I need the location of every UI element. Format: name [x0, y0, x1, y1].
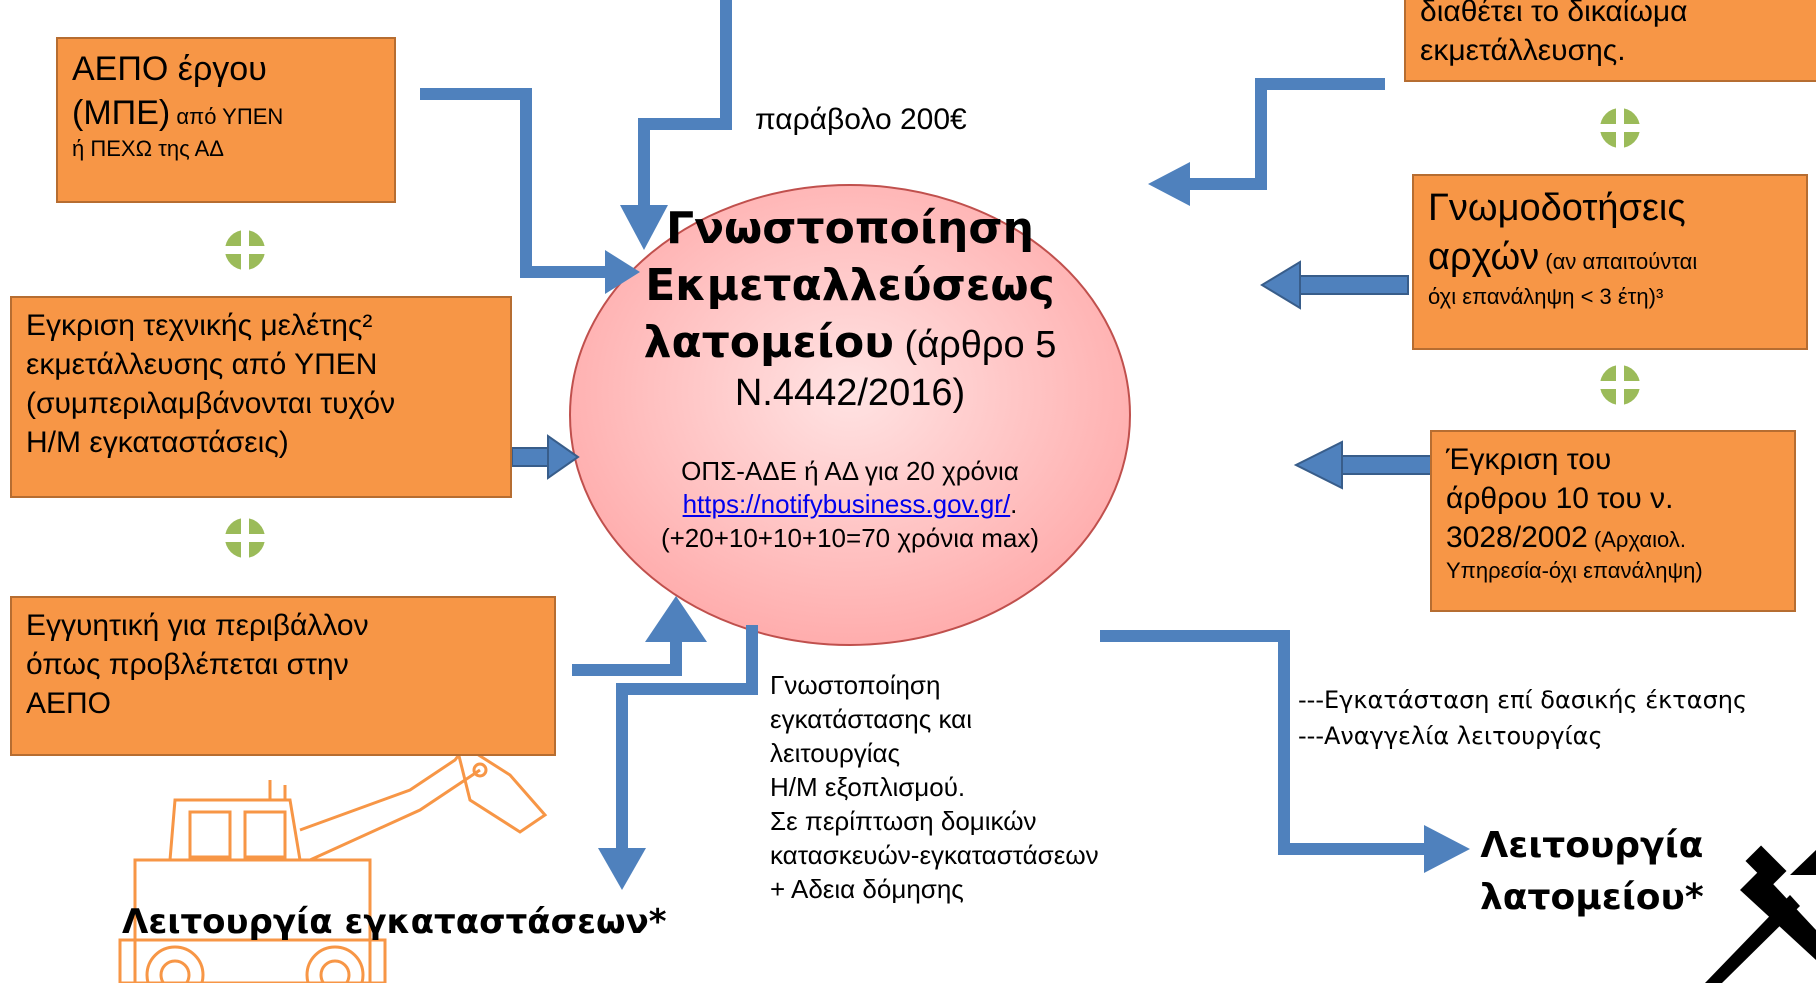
center-law: Ν.4442/2016): [734, 371, 966, 414]
plus-icon: [223, 516, 267, 560]
center-title1: Γνωστοποίηση: [666, 203, 1034, 254]
arrow-guarantee-to-center: [572, 596, 707, 676]
aepo-line2-small: από ΥΠΕΝ: [170, 104, 284, 130]
quarry-outcome-line2: λατομείου*: [1480, 877, 1704, 919]
central-notification-text: Γνωστοποίηση Εκμεταλλεύσεως λατομείου (ά…: [560, 200, 1140, 556]
arrow-to-installations: [598, 625, 758, 890]
technical-line2: εκμετάλλευσης από ΥΠΕΝ: [26, 348, 378, 381]
note-line: κατασκευών-εγκαταστάσεων: [770, 840, 1099, 871]
technical-line1: Εγκριση τεχνικής μελέτης²: [26, 309, 373, 342]
note-line: + Αδεια δόμησης: [770, 874, 964, 905]
plus-icon: [223, 228, 267, 272]
plus-icon: [1598, 363, 1642, 407]
quarry-outcome-line1: Λειτουργία: [1480, 825, 1704, 866]
arrow-opinions-to-center: [1260, 260, 1409, 310]
note-line: ---Εγκατάσταση επί δασικής έκτασης: [1298, 686, 1748, 714]
installation-notification-notes: Γνωστοποίηση εγκατάστασης και λειτουργία…: [770, 668, 1099, 906]
aepo-line2-big: (ΜΠΕ): [72, 94, 171, 133]
rights-line1: διαθέτει το δικαίωμα: [1420, 0, 1688, 28]
note-line: ---Αναγγελία λειτουργίας: [1298, 722, 1603, 750]
rights-box: διαθέτει το δικαίωμα εκμετάλλευσης.: [1404, 0, 1816, 82]
crossed-hammers-icon: [1705, 845, 1816, 983]
note-line: εγκατάστασης και: [770, 704, 972, 735]
central-ellipse: [569, 184, 1131, 646]
outcome-installations-operation: Λειτουργία εγκαταστάσεων*: [122, 902, 667, 942]
arrow-to-quarry: [1100, 630, 1470, 873]
aepo-line1: ΑΕΠΟ έργου: [72, 50, 267, 88]
technical-line3: (συμπεριλαμβάνονται τυχόν: [26, 387, 396, 420]
aepo-line3: ή ΠΕΧΩ της ΑΔ: [72, 136, 224, 162]
center-link-suffix: .: [1010, 489, 1018, 520]
outcome-quarry-operation: Λειτουργία λατομείου*: [1480, 820, 1704, 924]
center-note1: ΟΠΣ-ΑΔΕ ή ΑΔ για 20 χρόνια: [681, 455, 1019, 486]
arrow-archaeology-to-center: [1293, 440, 1437, 490]
guarantee-box: Εγγυητική για περιβάλλον όπως προβλέπετα…: [10, 596, 556, 756]
opinions-line2-big: αρχών: [1428, 236, 1540, 279]
guarantee-line1: Εγγυητική για περιβάλλον: [26, 609, 369, 642]
archaeology-line2: άρθρου 10 του ν.: [1446, 482, 1674, 515]
guarantee-line3: ΑΕΠΟ: [26, 687, 112, 720]
opinions-line2-small: (αν απαιτούνται: [1539, 249, 1698, 275]
guarantee-line2: όπως προβλέπεται στην: [26, 648, 349, 681]
note-line: Γνωστοποίηση: [770, 670, 941, 700]
rights-line2: εκμετάλλευσης.: [1420, 34, 1626, 67]
archaeology-line1: Έγκριση του: [1446, 443, 1612, 476]
note-line: λειτουργίας: [770, 738, 901, 769]
center-title2: Εκμεταλλεύσεως: [645, 260, 1055, 312]
opinions-line3: όχι επανάληψη < 3 έτη)³: [1428, 283, 1664, 309]
opinions-box: Γνωμοδοτήσεις αρχών (αν απαιτούνται όχι …: [1412, 174, 1808, 350]
archaeology-line4: Υπηρεσία-όχι επανάληψη): [1446, 558, 1703, 583]
note-line: Η/Μ εξοπλισμού.: [770, 772, 966, 803]
center-title3-rest: (άρθρο 5: [893, 324, 1057, 367]
plus-icon: [1598, 106, 1642, 150]
arrow-rights-to-center: [1148, 78, 1385, 206]
note-line: Σε περίπτωση δομικών: [770, 806, 1037, 837]
archaeology-line3-small: (Αρχαιολ.: [1587, 527, 1686, 552]
notifybusiness-link[interactable]: https://notifybusiness.gov.gr/: [682, 489, 1011, 520]
center-title3: λατομείου: [643, 317, 894, 369]
opinions-line1: Γνωμοδοτήσεις: [1428, 187, 1686, 229]
fee-label: παράβολο 200€: [755, 103, 967, 136]
excavator-icon: [118, 736, 548, 983]
technical-line4: Η/Μ εγκαταστάσεις): [26, 426, 289, 459]
aepo-box: ΑΕΠΟ έργου (ΜΠΕ) από ΥΠΕΝ ή ΠΕΧΩ της ΑΔ: [56, 37, 396, 203]
center-note3: (+20+10+10+10=70 χρόνια max): [660, 523, 1040, 554]
arrow-aepo-to-center: [420, 88, 640, 294]
archaeology-line3-big: 3028/2002: [1446, 521, 1588, 554]
arrow-top-down: [620, 0, 732, 250]
quarry-side-notes: ---Εγκατάσταση επί δασικής έκτασης ---Αν…: [1298, 682, 1747, 754]
archaeology-box: Έγκριση του άρθρου 10 του ν. 3028/2002 (…: [1430, 430, 1796, 612]
technical-study-box: Εγκριση τεχνικής μελέτης² εκμετάλλευσης …: [10, 296, 512, 498]
arrow-technical-to-center: [511, 434, 580, 480]
